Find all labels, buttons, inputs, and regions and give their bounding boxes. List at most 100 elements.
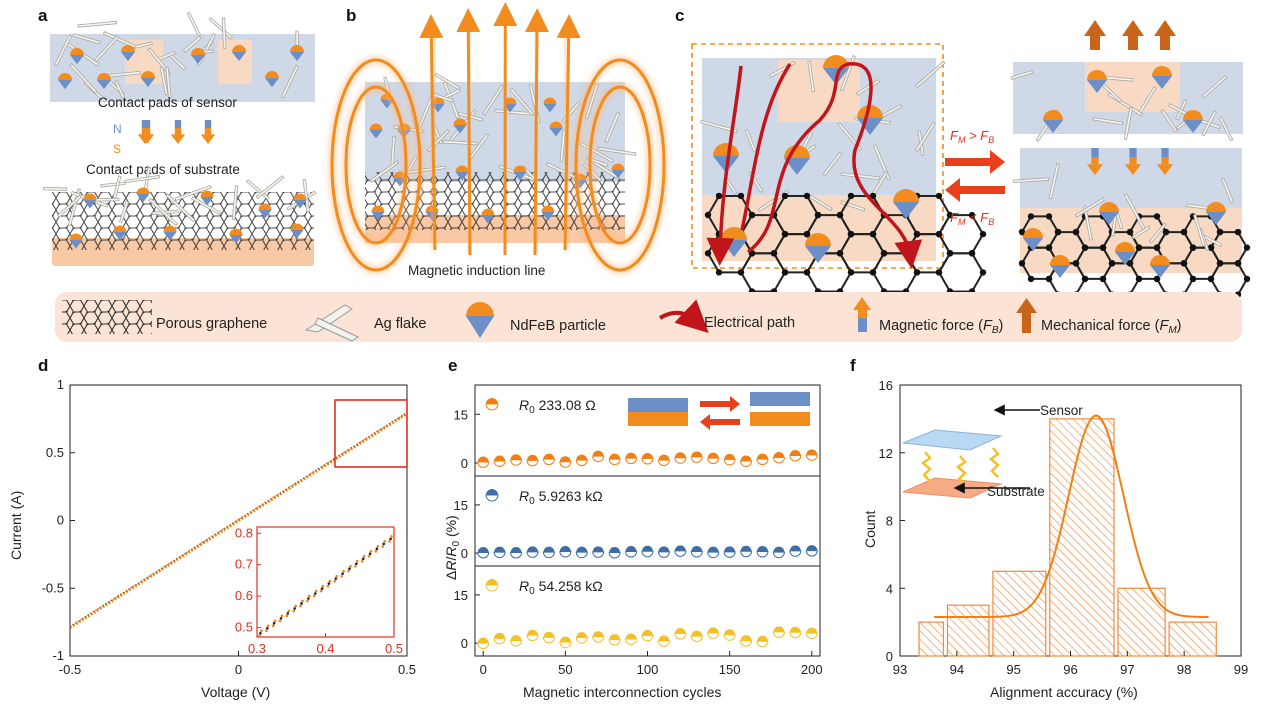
ag-flake [1201,75,1228,99]
data-point [592,450,604,457]
magnetic-bolt [920,451,932,482]
y-tick-label: 0 [886,649,893,664]
inset-point [258,634,261,638]
inset-point [285,614,289,618]
data-point [789,545,801,551]
ndfeb-particle [83,193,97,200]
data-point [510,635,522,641]
histogram-bar [918,621,945,657]
inset-point [388,540,391,543]
ndfeb-particle [141,71,155,78]
field-line [524,8,549,256]
ag-flake [190,196,222,216]
ndfeb-particle [1043,110,1063,120]
y-tick-label: -0.5 [42,580,64,595]
data-point [543,453,555,460]
inset-point [294,604,297,608]
field-loop [588,85,652,245]
porous-graphene-swatch [62,300,152,334]
magnetic-force-arrows [137,120,216,144]
y-tick-label: 0.5 [46,445,64,460]
data-point [789,450,801,456]
ag-flake [1012,177,1049,184]
ag-flake [1192,213,1206,247]
ylabel-e: ΔR/R0 (%) [443,515,462,580]
inset-point [273,619,277,623]
data-point [543,546,555,553]
mechanical-force-swatch [1016,298,1037,333]
inset-point [314,589,318,593]
legend-ndfeb: NdFeB particle [510,318,606,334]
series-legend-marker [485,403,499,411]
magnetic-induction-lines [328,2,668,274]
series-label: R0 233.08 Ω [519,397,596,416]
histogram-bars [918,418,1217,657]
inset-d [256,526,395,638]
y-tick-label: 0 [57,513,64,528]
pole-s-label: S [113,142,121,156]
data-point [527,454,538,461]
y-tick-label: 0 [461,456,468,471]
data-point [494,546,506,553]
inset-point [293,607,296,610]
magnetic-force-arrow [170,134,186,144]
field-loop [574,58,666,272]
ndfeb-particle [1050,255,1070,265]
mechanical-force-arrows [1084,20,1176,50]
y-tick-label: 15 [454,588,468,603]
ndfeb-particle [1152,66,1172,76]
data-point [609,547,621,553]
switch-icon [628,392,810,430]
ag-flake [1082,205,1093,241]
legend-mechanical: Mechanical force (FM) [1041,318,1182,336]
ag-flake [165,193,196,223]
ndfeb-particle [611,163,625,170]
mechanical-force-arrow [1154,20,1176,36]
panel-label-c: c [675,6,684,25]
field-line [419,14,444,251]
data-point [740,455,752,462]
ndfeb-particle [229,228,243,235]
inset-point [360,559,364,563]
data-point [757,635,768,642]
inset-point [362,554,366,558]
ndfeb-particle [1099,202,1119,212]
data-point [527,629,538,636]
magnetic-bolts [920,447,1000,486]
ag-flake [255,175,285,199]
inset-point [286,612,290,615]
ag-flake [1123,106,1133,141]
histogram-bar [1168,621,1217,657]
legend-graphene: Porous graphene [156,316,267,332]
xlabel-d: Voltage (V) [201,684,270,700]
inset-y-tick: 0.5 [235,620,253,635]
ag-flake [855,79,881,96]
data-point [773,546,785,553]
ag-flake [114,80,126,99]
x-tick-label: 97 [1120,662,1134,677]
inset-point [335,574,339,578]
legend-electrical: Electrical path [704,315,795,331]
inset-point [347,569,350,573]
inset-point [308,594,311,598]
histogram-bar [1117,587,1166,657]
y-tick-label: 15 [454,498,468,513]
histogram-bar [946,604,990,657]
x-tick-label: 93 [893,662,907,677]
data-point [806,449,818,455]
ndfeb-particles-sensor [58,45,304,90]
inset-point [301,599,304,603]
iv-curve [69,412,408,629]
data-point [625,452,637,459]
x-tick-label: 50 [558,662,572,677]
data-point [674,628,686,634]
panel-label-a: a [38,6,48,25]
inset-point [319,589,323,593]
inset-point [382,542,386,546]
data-point [707,452,719,459]
ag-flake [584,83,600,120]
inset-point [260,629,263,633]
inset-point [287,609,291,613]
data-point [576,454,588,461]
